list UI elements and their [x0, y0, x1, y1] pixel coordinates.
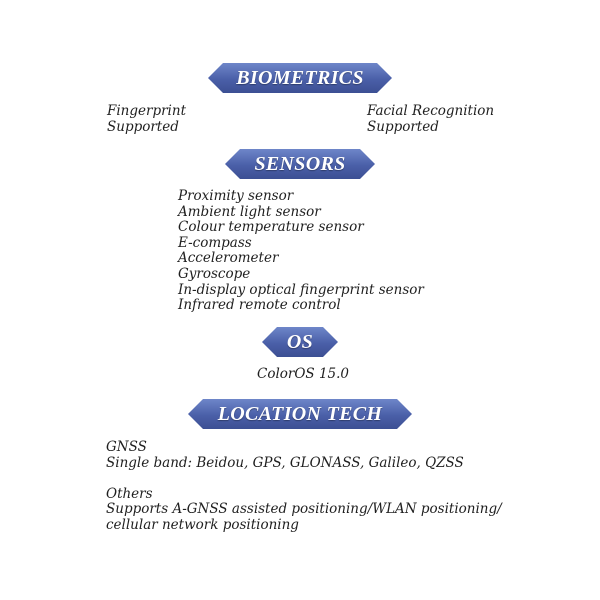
list-item: Proximity sensor	[178, 188, 294, 204]
sensors-banner: SENSORS	[225, 149, 375, 179]
sensors-list: Proximity sensor Ambient light sensor Co…	[178, 188, 424, 314]
list-item: Accelerometer	[178, 250, 279, 267]
others-value-line-1: Supports A-GNSS assisted positioning/WLA…	[106, 501, 502, 517]
list-item: Infrared remote control	[178, 297, 341, 314]
list-item: E-compass	[178, 234, 252, 251]
facial-recognition-value: Supported	[367, 119, 439, 135]
list-item: Ambient light sensor	[178, 203, 321, 220]
fingerprint-value: Supported	[107, 119, 179, 135]
location-tech-banner: LOCATION TECH	[188, 399, 412, 429]
others-label: Others	[106, 486, 153, 502]
list-item: Colour temperature sensor	[178, 219, 364, 236]
fingerprint-label: Fingerprint	[107, 103, 186, 119]
gnss-label: GNSS	[106, 439, 147, 455]
facial-recognition-label: Facial Recognition	[367, 103, 495, 119]
list-item: In-display optical fingerprint sensor	[178, 281, 424, 298]
gnss-value: Single band: Beidou, GPS, GLONASS, Galil…	[106, 455, 464, 471]
list-item: Gyroscope	[178, 265, 251, 282]
os-value: ColorOS 15.0	[257, 366, 350, 382]
biometrics-banner: BIOMETRICS	[208, 63, 392, 93]
os-banner: OS	[262, 327, 338, 357]
others-value-line-2: cellular network positioning	[106, 517, 299, 533]
